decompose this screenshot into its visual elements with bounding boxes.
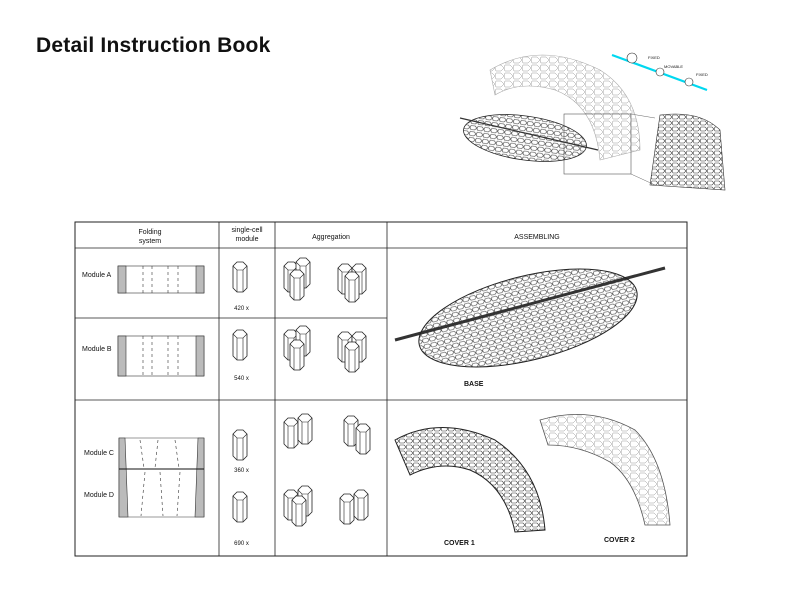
base-assembly	[394, 266, 666, 368]
module-c-label: Module C	[84, 450, 114, 457]
header-assembling: ASSEMBLING	[514, 234, 560, 241]
module-d-count: 690 x	[234, 541, 249, 547]
cover-1-assembly	[394, 427, 546, 533]
module-b-count: 540 x	[234, 376, 249, 382]
base-label: BASE	[464, 381, 484, 388]
module-d-label: Module D	[84, 492, 114, 499]
module-a-count: 420 x	[234, 306, 249, 312]
header-folding-system: Folding system	[138, 229, 162, 245]
top-cover-sketch	[459, 52, 726, 191]
cover-1-label: COVER 1	[444, 540, 475, 547]
module-c-count: 360 x	[234, 468, 249, 474]
cover-2-assembly	[539, 413, 671, 526]
folding-patterns	[117, 265, 205, 518]
header-aggregation: Aggregation	[312, 234, 350, 241]
module-b-label: Module B	[82, 346, 112, 353]
single-cell-modules	[232, 261, 248, 523]
fixed-label-2: FIXED	[696, 72, 708, 77]
instruction-table	[74, 221, 688, 557]
aggregation-sketches	[283, 257, 371, 527]
cover-2-label: COVER 2	[604, 537, 635, 544]
module-a-label: Module A	[82, 272, 112, 279]
page-title: Detail Instruction Book	[36, 34, 271, 57]
movable-label: MOVABLE	[664, 64, 684, 69]
header-single-cell-module: single-cell module	[231, 227, 263, 243]
fixed-label: FIXED	[648, 55, 660, 60]
